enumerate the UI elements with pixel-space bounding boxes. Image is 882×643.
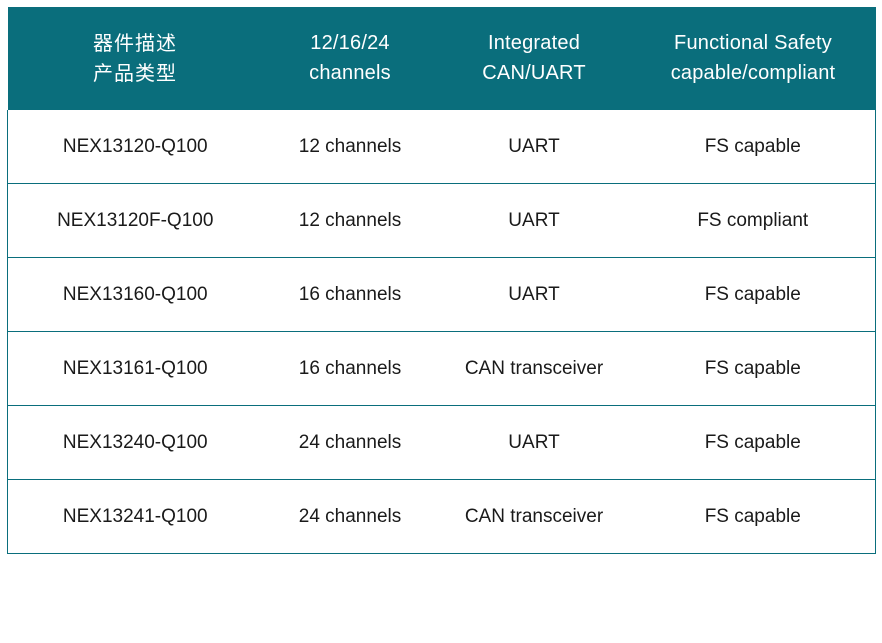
cell-part-number: NEX13120-Q100 xyxy=(7,110,263,184)
cell-part-number: NEX13160-Q100 xyxy=(7,257,263,332)
cell-functional-safety: FS capable xyxy=(630,405,876,480)
cell-interface: UART xyxy=(437,257,631,332)
cell-interface: CAN transceiver xyxy=(437,479,631,554)
column-header-line2: channels xyxy=(309,62,391,84)
cell-functional-safety: FS capable xyxy=(630,257,876,332)
column-header-line1: 12/16/24 xyxy=(310,32,390,54)
column-header-line1: 器件描述 xyxy=(93,31,177,55)
cell-channels: 24 channels xyxy=(262,405,438,480)
table-row: NEX13241-Q100 24 channels CAN transceive… xyxy=(7,479,876,554)
cell-interface: UART xyxy=(437,405,631,480)
table-body: NEX13120-Q100 12 channels UART FS capabl… xyxy=(7,110,876,554)
column-header-line2: capable/compliant xyxy=(670,62,836,84)
cell-channels: 12 channels xyxy=(262,183,438,258)
table-row: NEX13240-Q100 24 channels UART FS capabl… xyxy=(7,405,876,480)
cell-functional-safety: FS compliant xyxy=(630,183,876,258)
product-comparison-table: 器件描述 产品类型 12/16/24 channels Integrated C… xyxy=(7,7,876,554)
cell-functional-safety: FS capable xyxy=(630,479,876,554)
cell-interface: UART xyxy=(437,110,631,184)
cell-interface: CAN transceiver xyxy=(437,331,631,406)
column-header-integrated-interface: Integrated CAN/UART xyxy=(437,7,631,110)
column-header-functional-safety: Functional Safety capable/compliant xyxy=(630,7,876,110)
table-row: NEX13120-Q100 12 channels UART FS capabl… xyxy=(7,110,876,184)
column-header-product-type: 器件描述 产品类型 xyxy=(7,7,263,110)
cell-channels: 12 channels xyxy=(262,110,438,184)
cell-interface: UART xyxy=(437,183,631,258)
column-header-line2: CAN/UART xyxy=(482,62,586,84)
column-header-line2: 产品类型 xyxy=(93,61,177,85)
table-row: NEX13160-Q100 16 channels UART FS capabl… xyxy=(7,257,876,332)
table-header: 器件描述 产品类型 12/16/24 channels Integrated C… xyxy=(7,7,876,110)
cell-channels: 16 channels xyxy=(262,257,438,332)
table-row: NEX13161-Q100 16 channels CAN transceive… xyxy=(7,331,876,406)
header-row: 器件描述 产品类型 12/16/24 channels Integrated C… xyxy=(7,7,876,110)
column-header-line1: Functional Safety xyxy=(674,32,832,54)
cell-part-number: NEX13241-Q100 xyxy=(7,479,263,554)
cell-functional-safety: FS capable xyxy=(630,110,876,184)
cell-part-number: NEX13240-Q100 xyxy=(7,405,263,480)
column-header-channels: 12/16/24 channels xyxy=(262,7,438,110)
cell-channels: 16 channels xyxy=(262,331,438,406)
cell-part-number: NEX13161-Q100 xyxy=(7,331,263,406)
table-row: NEX13120F-Q100 12 channels UART FS compl… xyxy=(7,183,876,258)
column-header-line1: Integrated xyxy=(487,32,581,54)
cell-part-number: NEX13120F-Q100 xyxy=(7,183,263,258)
cell-functional-safety: FS capable xyxy=(630,331,876,406)
cell-channels: 24 channels xyxy=(262,479,438,554)
